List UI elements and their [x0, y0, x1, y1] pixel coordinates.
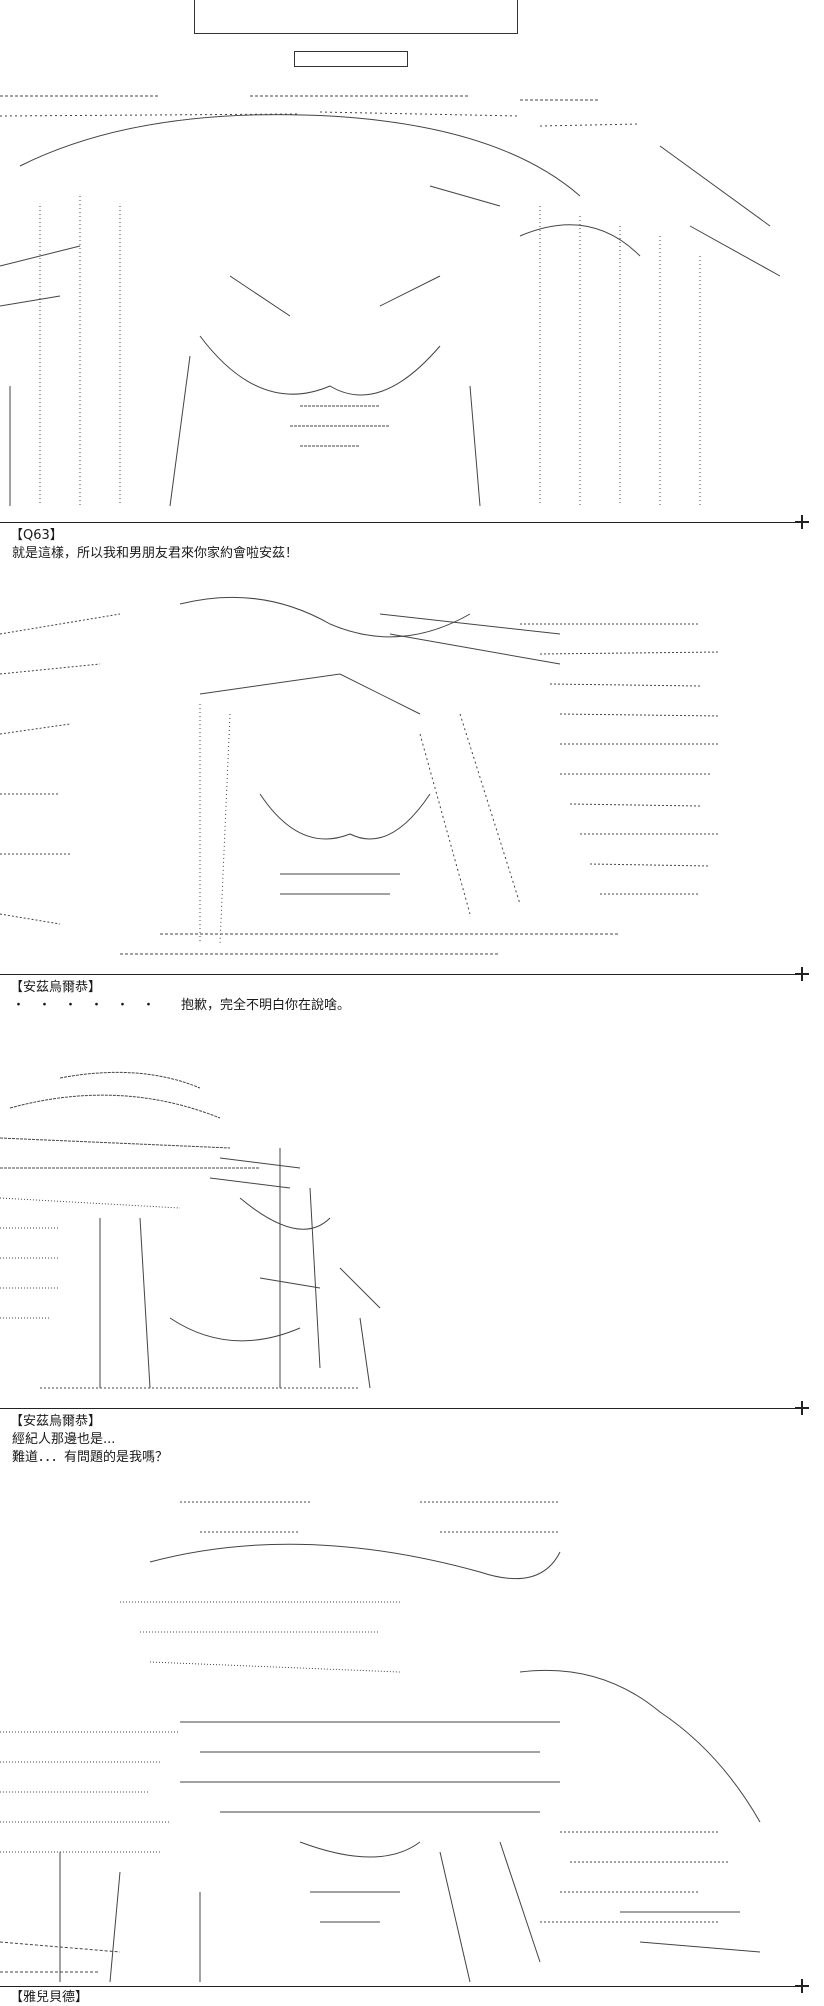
section-divider-2	[0, 974, 802, 975]
ascii-art-panel-3	[0, 1068, 812, 1402]
divider-cross-2	[795, 967, 809, 981]
dialogue-line-2-1: ・ ・ ・ ・ ・ ・ 抱歉，完全不明白你在說啥。	[12, 998, 351, 1013]
section-divider-4	[0, 1986, 802, 1987]
divider-cross-4	[795, 1979, 809, 1993]
divider-cross-1	[795, 515, 809, 529]
speaker-label-3: 【安茲烏爾恭】	[10, 1414, 102, 1429]
dialogue-line-3-1: 經紀人那邊也是...	[12, 1432, 116, 1447]
divider-cross-3	[795, 1401, 809, 1415]
speaker-label-1: 【Q63】	[10, 528, 63, 543]
dialogue-line-3-2: 難道．．．有問題的是我嗎？	[12, 1450, 169, 1465]
section-divider-3	[0, 1408, 802, 1409]
speaker-label-4: 【雅兒貝德】	[10, 1990, 89, 2005]
section-divider-1	[0, 522, 802, 523]
ascii-art-panel-4	[0, 1492, 812, 1984]
ascii-art-panel-1	[0, 86, 812, 516]
top-subtitle-box	[294, 51, 408, 67]
speaker-label-2: 【安茲烏爾恭】	[10, 980, 102, 995]
dialogue-line-1-1: 就是這樣，所以我和男朋友君來你家約會啦安茲！	[12, 546, 299, 561]
ascii-art-panel-2	[0, 594, 812, 966]
top-title-box	[194, 0, 518, 34]
